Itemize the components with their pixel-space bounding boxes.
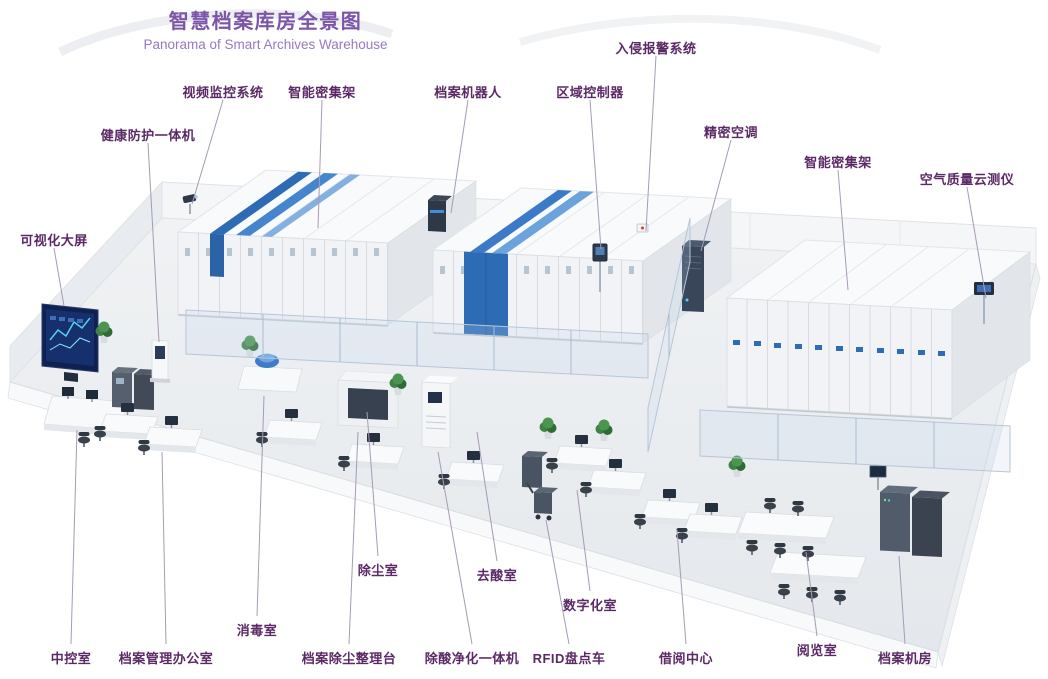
label-visual-big-screen: 可视化大屏 [20, 233, 88, 248]
leader-line [476, 431, 498, 562]
label-video-surveillance: 视频监控系统 [182, 85, 264, 100]
leader-line [589, 99, 602, 250]
leader-line [147, 142, 160, 343]
label-smart-shelving-right: 智能密集架 [804, 155, 872, 170]
label-air-quality-monitor: 空气质量云测仪 [919, 172, 1015, 187]
label-deacid-room: 去酸室 [476, 568, 518, 583]
label-lending-center: 借阅中心 [658, 651, 714, 666]
label-dust-workbench: 档案除尘整理台 [301, 651, 397, 666]
blue-shelving-panel [210, 171, 312, 235]
leader-line [545, 519, 570, 645]
zone-controller-panel [592, 243, 608, 292]
dust-workbench-booth [337, 370, 407, 429]
leader-line [317, 99, 323, 229]
page-subtitle: Panorama of Smart Archives Warehouse [143, 37, 388, 52]
leader-line [437, 451, 473, 645]
label-deacid-machine: 除酸净化一体机 [424, 651, 520, 666]
label-health-protection: 健康防护一体机 [100, 128, 196, 143]
page-title: 智慧档案库房全景图 [168, 11, 363, 33]
label-intrusion-alarm: 入侵报警系统 [615, 41, 697, 56]
leader-line [161, 451, 167, 645]
leader-line [966, 186, 987, 299]
shelving-bank-left [176, 169, 478, 327]
deacid-machine-unit [421, 375, 458, 449]
archive-robot [428, 195, 452, 232]
glass-partitions [185, 217, 1011, 473]
label-central-control-room: 中控室 [50, 651, 92, 666]
leader-line [837, 169, 849, 291]
leader-line [256, 395, 265, 617]
decorative-swoosh [518, 14, 882, 54]
leader-line [805, 551, 818, 637]
leader-line [676, 529, 687, 645]
reading-table [769, 551, 867, 585]
health-kiosk [150, 339, 170, 383]
label-disinfection-room: 消毒室 [236, 623, 278, 638]
label-dust-removal-room: 除尘室 [357, 563, 399, 578]
rfid-cart-object [526, 482, 558, 521]
reading-table [737, 511, 835, 545]
label-zone-controller: 区域控制器 [556, 85, 624, 100]
leader-line [645, 55, 657, 232]
label-precision-ac: 精密空调 [703, 125, 759, 140]
page-header: 智慧档案库房全景图 Panorama of Smart Archives War… [108, 10, 423, 54]
leader-lines [53, 55, 987, 645]
leader-line [576, 489, 591, 592]
label-digitization-room: 数字化室 [562, 598, 618, 613]
decorative-swoosh [58, 9, 394, 57]
scanner-unit [522, 451, 548, 488]
leader-line [70, 429, 78, 645]
shelving-bank-center [431, 187, 733, 345]
leader-line [348, 431, 359, 645]
label-archive-server-room: 档案机房 [877, 651, 933, 666]
leader-line [366, 411, 379, 557]
label-smart-shelving-left: 智能密集架 [288, 85, 356, 100]
leader-line [191, 99, 224, 205]
shelving-bank-right [725, 239, 1032, 420]
server-racks [869, 465, 950, 557]
leader-line [53, 247, 65, 307]
shelving-control-screens [733, 340, 945, 356]
label-archive-office: 档案管理办公室 [118, 651, 214, 666]
leader-line [450, 99, 469, 214]
leader-line [898, 555, 906, 645]
label-archive-robot: 档案机器人 [434, 85, 502, 100]
intrusion-alarm-device [636, 223, 649, 233]
leader-line [700, 139, 732, 252]
label-rfid-cart: RFID盘点车 [532, 651, 606, 666]
label-reading-room: 阅览室 [796, 643, 838, 658]
big-screen [41, 303, 99, 382]
